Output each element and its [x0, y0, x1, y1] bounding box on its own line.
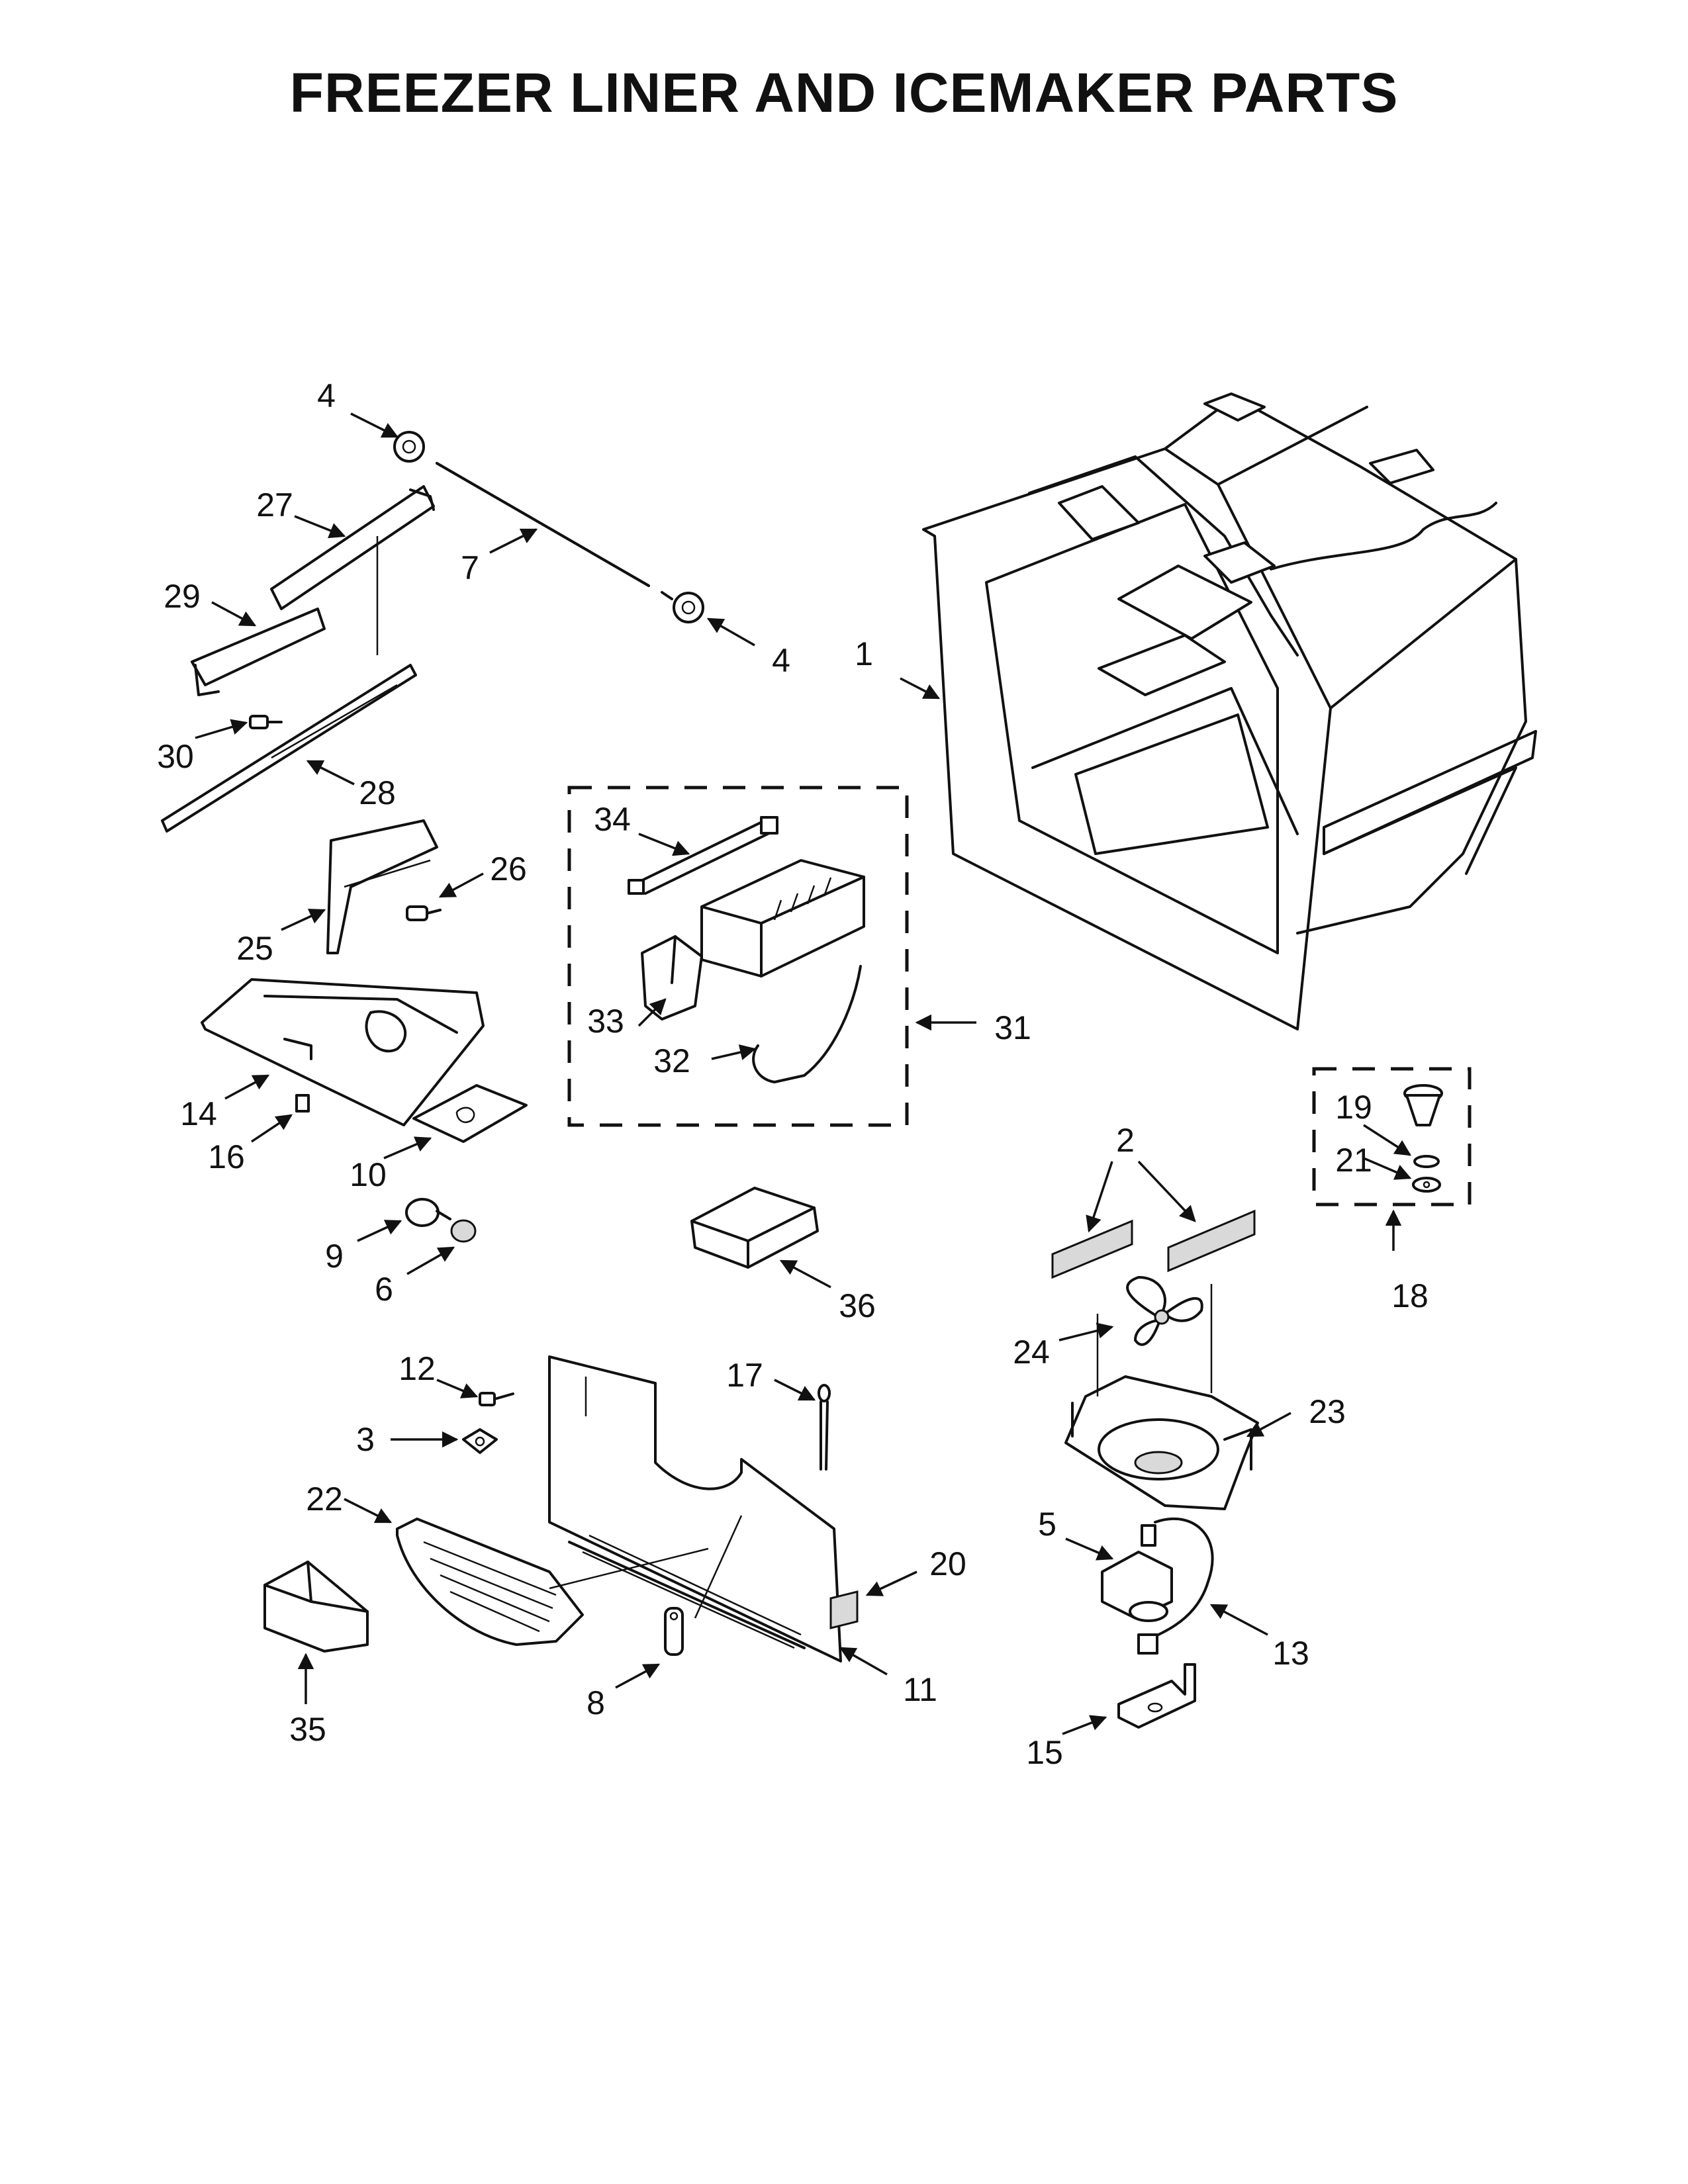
screw-part-30 [249, 715, 283, 729]
gasket-part-2-right [1167, 1209, 1256, 1273]
icemaker-assembly-part-33 [641, 859, 865, 1021]
callout-labels: 1 2 3 4 4 5 6 7 8 9 10 11 12 13 14 15 16… [157, 377, 1429, 1771]
fan-motor-part-5 [1101, 1524, 1173, 1655]
callout-7: 7 [461, 549, 479, 586]
callout-27: 27 [256, 486, 293, 523]
wire-harness-part-34 [628, 816, 778, 895]
grille-part-22 [396, 1518, 584, 1646]
callout-14: 14 [180, 1095, 217, 1132]
callout-1: 1 [855, 635, 873, 672]
socket-part-6 [450, 1219, 477, 1243]
slide-rail-part-28 [161, 664, 417, 833]
thermistor-part-8 [664, 1607, 684, 1656]
callout-22: 22 [306, 1480, 343, 1518]
leader-lines [195, 412, 1412, 1735]
callout-23: 23 [1309, 1393, 1346, 1430]
callout-18: 18 [1391, 1277, 1429, 1314]
callout-17: 17 [726, 1357, 763, 1394]
callout-31: 31 [994, 1009, 1031, 1046]
gear-part-4-top [393, 431, 425, 463]
fan-shroud-part-23 [1064, 1375, 1259, 1510]
callout-28: 28 [359, 774, 396, 811]
shutoff-arm-part-32 [752, 965, 862, 1083]
sensor-part-17 [818, 1384, 831, 1471]
callout-9: 9 [325, 1238, 344, 1275]
callout-11: 11 [903, 1671, 937, 1708]
seal-part-20 [829, 1590, 859, 1629]
callout-16: 16 [208, 1138, 245, 1175]
callout-6: 6 [375, 1271, 393, 1308]
gear-part-4-bottom [661, 591, 704, 623]
callout-24: 24 [1013, 1334, 1050, 1371]
callout-12: 12 [399, 1350, 436, 1387]
page-title: FREEZER LINER AND ICEMAKER PARTS [289, 62, 1399, 124]
o-ring-part-21-upper [1413, 1155, 1440, 1168]
grommet-part-21 [1412, 1177, 1441, 1193]
callout-4-top: 4 [317, 377, 336, 414]
icemaker-kit-box-part-31 [567, 786, 909, 1127]
wire-part-13 [1154, 1517, 1214, 1636]
drain-kit-box-part-18 [1312, 1067, 1472, 1206]
callout-15: 15 [1026, 1734, 1063, 1771]
gasket-part-2-left [1051, 1219, 1133, 1279]
callout-4-bottom: 4 [772, 642, 790, 679]
callout-34: 34 [594, 801, 631, 838]
fan-blade-part-24 [1126, 1276, 1203, 1346]
clip-part-16 [295, 1094, 310, 1113]
bulb-part-9 [405, 1198, 451, 1227]
callout-10: 10 [350, 1156, 387, 1193]
rail-bracket-part-29 [191, 608, 326, 696]
callout-35: 35 [289, 1711, 326, 1748]
callout-36: 36 [839, 1287, 876, 1324]
callout-19: 19 [1335, 1089, 1372, 1126]
motor-bracket-part-15 [1117, 1663, 1196, 1729]
callout-20: 20 [929, 1545, 966, 1582]
callout-13: 13 [1272, 1635, 1309, 1672]
cover-part-35 [263, 1561, 369, 1653]
tray-part-36 [690, 1187, 819, 1269]
callout-3: 3 [356, 1421, 375, 1458]
callout-8: 8 [586, 1684, 605, 1721]
callout-30: 30 [157, 738, 194, 775]
housing-part-14 [201, 978, 485, 1126]
callout-33: 33 [587, 1003, 624, 1040]
callout-21: 21 [1335, 1142, 1372, 1179]
callout-2: 2 [1116, 1122, 1135, 1159]
rod-part-7 [436, 462, 650, 587]
bracket-part-3 [462, 1428, 498, 1454]
callout-29: 29 [164, 578, 201, 615]
callout-32: 32 [653, 1042, 690, 1079]
screw-part-26 [406, 905, 442, 921]
callout-26: 26 [490, 850, 527, 887]
rail-cover-part-27 [270, 485, 435, 610]
drain-fitting-part-19 [1403, 1084, 1443, 1126]
callout-5: 5 [1038, 1506, 1056, 1543]
freezer-liner-part-1 [922, 392, 1537, 1030]
rear-panel-part-11 [548, 1355, 842, 1662]
bracket-part-25 [326, 819, 438, 954]
label-part-10 [412, 1084, 528, 1143]
callout-25: 25 [236, 930, 273, 967]
screw-part-12 [479, 1392, 514, 1406]
